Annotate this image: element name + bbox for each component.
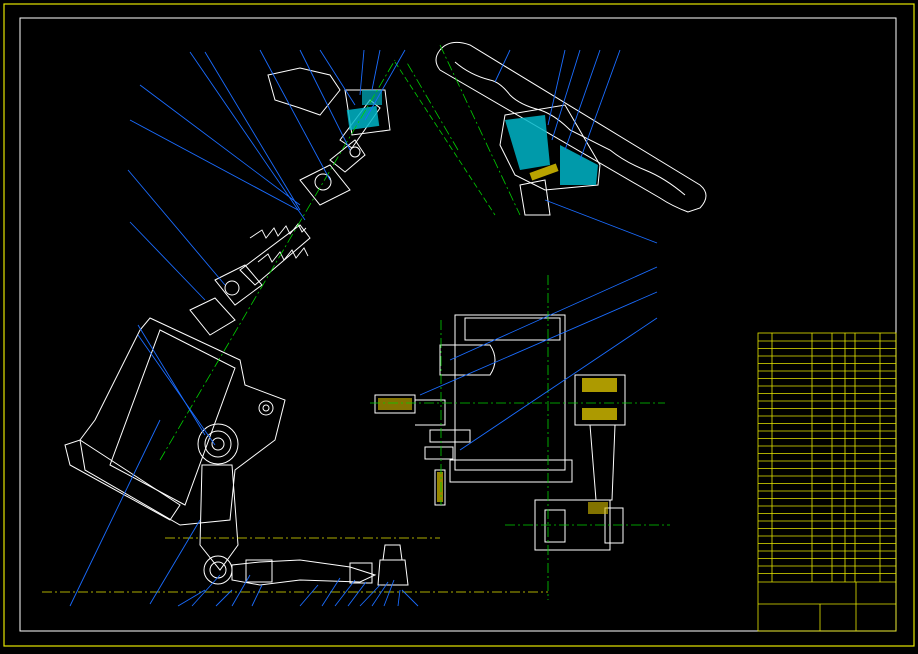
leader-line	[231, 574, 251, 607]
inner-frame	[19, 17, 897, 632]
gear-yellow-hatch	[582, 378, 617, 392]
gear-housing-outline	[79, 317, 286, 526]
leader-line	[215, 589, 233, 607]
leader-line	[299, 584, 319, 607]
steering-wheel-rim	[435, 41, 707, 213]
leader-line	[459, 317, 658, 451]
leader-line	[69, 419, 161, 607]
leader-line	[137, 334, 216, 446]
leader-line	[564, 49, 601, 151]
leader-line	[299, 49, 351, 151]
pitman-arm-side	[589, 424, 616, 501]
leader-line	[334, 579, 356, 607]
leader-line	[204, 51, 301, 211]
leader-line	[191, 574, 221, 607]
pitman-ball	[203, 555, 233, 585]
leader-line	[127, 169, 226, 286]
leader-line	[419, 291, 658, 396]
gear-yellow-hatch-5	[437, 472, 443, 502]
column-centerline	[159, 59, 396, 461]
leader-line	[149, 519, 201, 605]
leader-line	[321, 577, 341, 607]
wheel-centerline	[439, 44, 521, 216]
leader-line	[449, 266, 658, 361]
leader-lines	[69, 49, 658, 607]
leader-line	[371, 581, 389, 607]
leader-line	[579, 49, 621, 161]
leader-line	[129, 221, 206, 301]
column-tube	[239, 224, 311, 286]
hub-yellow-hatch	[529, 163, 559, 181]
upper-u-joint	[299, 164, 351, 206]
outer-frame	[3, 3, 915, 647]
gear-yellow-hatch-3	[378, 398, 412, 410]
wheel-centerline-2	[405, 60, 459, 151]
wheel-hub	[499, 104, 601, 191]
gear-side-view	[374, 314, 626, 551]
leader-line	[251, 584, 263, 607]
gear-yellow-hatch-4	[588, 502, 608, 514]
leader-line	[347, 581, 367, 607]
leader-line	[544, 199, 658, 244]
leader-line	[259, 49, 331, 181]
leader-line	[189, 51, 306, 221]
bellows	[249, 223, 309, 263]
leader-line	[137, 324, 206, 436]
leader-line	[129, 119, 299, 211]
bracket-section-hatch	[346, 106, 380, 130]
leader-line	[319, 49, 356, 106]
title-block	[757, 332, 897, 632]
leader-line	[401, 589, 419, 607]
leader-line	[551, 49, 581, 141]
leader-line	[139, 84, 301, 206]
gear-box-body	[454, 314, 566, 471]
gear-yellow-hatch-2	[582, 408, 617, 420]
leader-line	[397, 589, 401, 607]
sector-shaft-circle	[197, 423, 239, 465]
leader-line	[547, 49, 566, 126]
pitman-arm	[199, 464, 239, 571]
leader-line	[359, 49, 365, 96]
hub-section-hatch-2	[560, 145, 598, 185]
section-trace-line	[394, 61, 496, 216]
title-block-border	[757, 332, 897, 632]
leader-line	[494, 49, 511, 83]
lower-u-joint	[214, 264, 263, 306]
hub-section-hatch	[505, 115, 550, 170]
bracket-section-hatch-2	[362, 90, 382, 105]
leader-line	[383, 579, 395, 607]
steering-wheel-view	[435, 41, 707, 216]
leader-line	[364, 49, 406, 121]
steering-column-view	[64, 67, 409, 586]
column-bracket	[267, 67, 341, 116]
leader-line	[177, 589, 206, 607]
housing-bolt	[258, 400, 274, 416]
leader-line	[371, 49, 381, 91]
leader-line	[359, 584, 381, 607]
